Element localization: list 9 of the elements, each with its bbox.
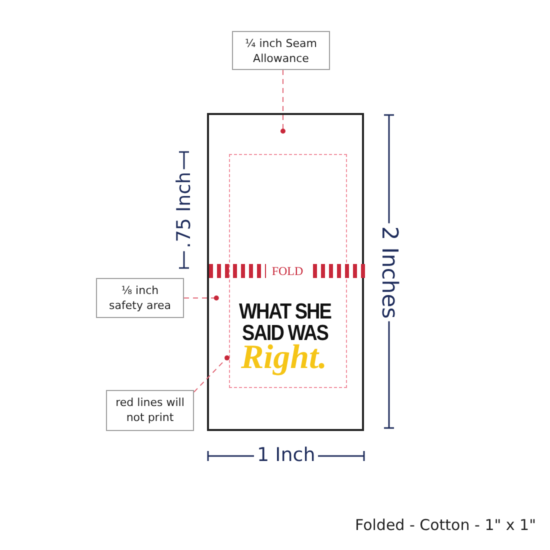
leader-line (280, 70, 286, 134)
label-outline (207, 113, 364, 431)
callout-box: red lines will not print (106, 390, 194, 431)
callout-box: ⅛ inch safety area (96, 278, 184, 318)
caption: Folded - Cotton - 1" x 1" (354, 516, 536, 534)
fold-label: FOLD (266, 264, 310, 278)
leader-line (194, 355, 230, 393)
callout-box: ¼ inch Seam Allowance (232, 31, 330, 70)
leader-line (184, 296, 219, 301)
